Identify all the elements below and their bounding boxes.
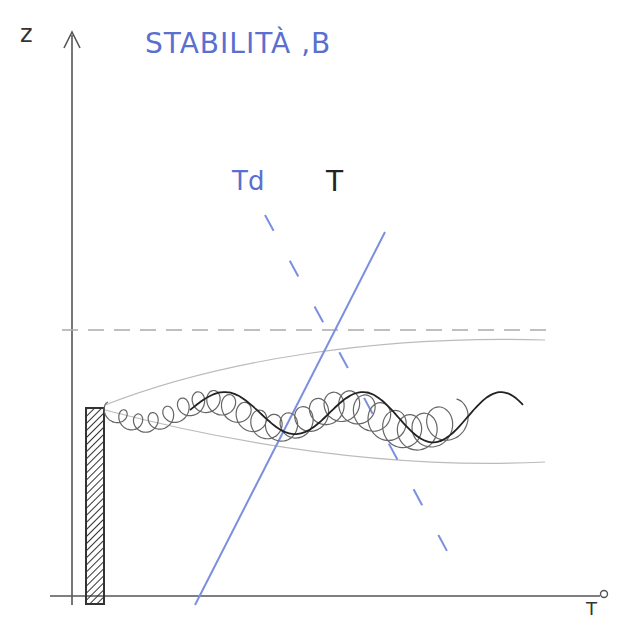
looping-plume (104, 390, 468, 450)
axis-arrowhead (64, 32, 80, 48)
inversion-line (62, 329, 548, 330)
axis-label: z (20, 22, 33, 46)
plume-centreline (190, 392, 523, 442)
t-axis (50, 595, 600, 597)
z-axis (71, 35, 73, 605)
temperature-profile (195, 232, 385, 605)
axis-label: T (586, 600, 597, 618)
axis-end (601, 591, 608, 598)
stack-chimney (86, 408, 104, 604)
curve-label: T (326, 168, 343, 196)
title: STABILITÀ ,B (145, 30, 331, 58)
curve-label: Td (232, 168, 264, 194)
